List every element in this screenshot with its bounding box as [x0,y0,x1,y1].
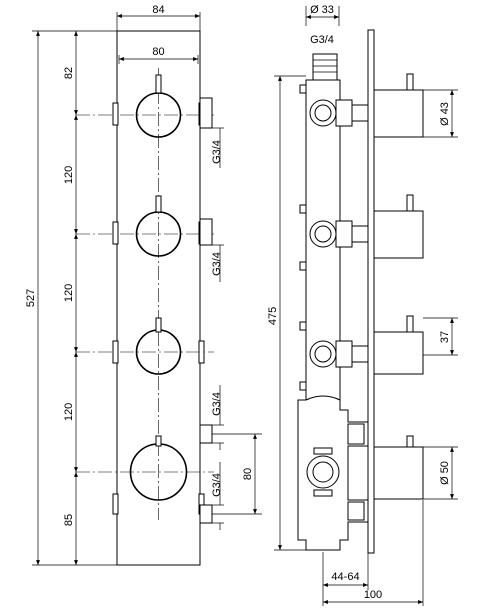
dim-spacing-1: 120 [63,166,75,184]
thermostatic-body [297,395,424,551]
thread-label-2: G3/4 [211,252,223,276]
knob-lever [155,195,162,213]
outlet-port [199,504,213,524]
dim-spacing-top: 82 [63,67,75,79]
valve-cartridge [309,194,424,259]
dim-spacing-3: 120 [63,403,75,421]
side-view: Ø 33 G3/4 [267,4,458,606]
outlet-port [199,97,213,129]
thread-label-3: G3/4 [211,392,223,416]
dim-depth-total: 100 [364,589,382,601]
front-lug [112,340,119,364]
dim-depth-range: 44-64 [331,571,359,583]
valve-cartridge [309,73,424,138]
front-lug [112,221,119,245]
dim-height-total: 527 [25,289,37,307]
front-view: 84 80 5 [25,4,262,566]
front-lug [198,340,205,364]
side-knob [373,331,424,375]
dim-width-outer: 84 [152,4,164,16]
dim-dia-large-knob: Ø 50 [439,461,451,485]
dim-width-inner: 80 [152,46,164,58]
dim-spacing-2: 120 [63,284,75,302]
mount-tab [299,261,307,271]
thread-label-1: G3/4 [211,140,223,164]
side-knob [373,89,424,138]
side-knob-large [373,446,424,500]
outlet-port [199,424,213,444]
front-lug [112,493,119,515]
top-connector [312,53,338,81]
dim-spacing-bottom: 85 [63,514,75,526]
dim-dia-knob: Ø 43 [439,102,451,126]
dim-outlet-spacing: 80 [242,468,254,480]
knob-lever [155,74,162,94]
mount-tab [299,381,307,391]
valve-cartridge [309,315,424,375]
thread-label-top: G3/4 [310,34,334,46]
front-lug [112,102,119,126]
mount-tab [299,321,307,331]
outlet-port [199,218,213,246]
front-plate [116,30,201,566]
dim-dia-top: Ø 33 [310,4,334,16]
dim-body-height: 475 [267,307,279,325]
wall-plate [367,29,375,554]
side-knob [373,210,424,259]
thread-label-4: G3/4 [211,473,223,497]
mount-tab [299,204,307,214]
knob-lever [155,435,162,447]
dim-knob-width: 37 [439,331,451,343]
knob-lever [155,317,162,333]
mount-tab [299,84,307,94]
